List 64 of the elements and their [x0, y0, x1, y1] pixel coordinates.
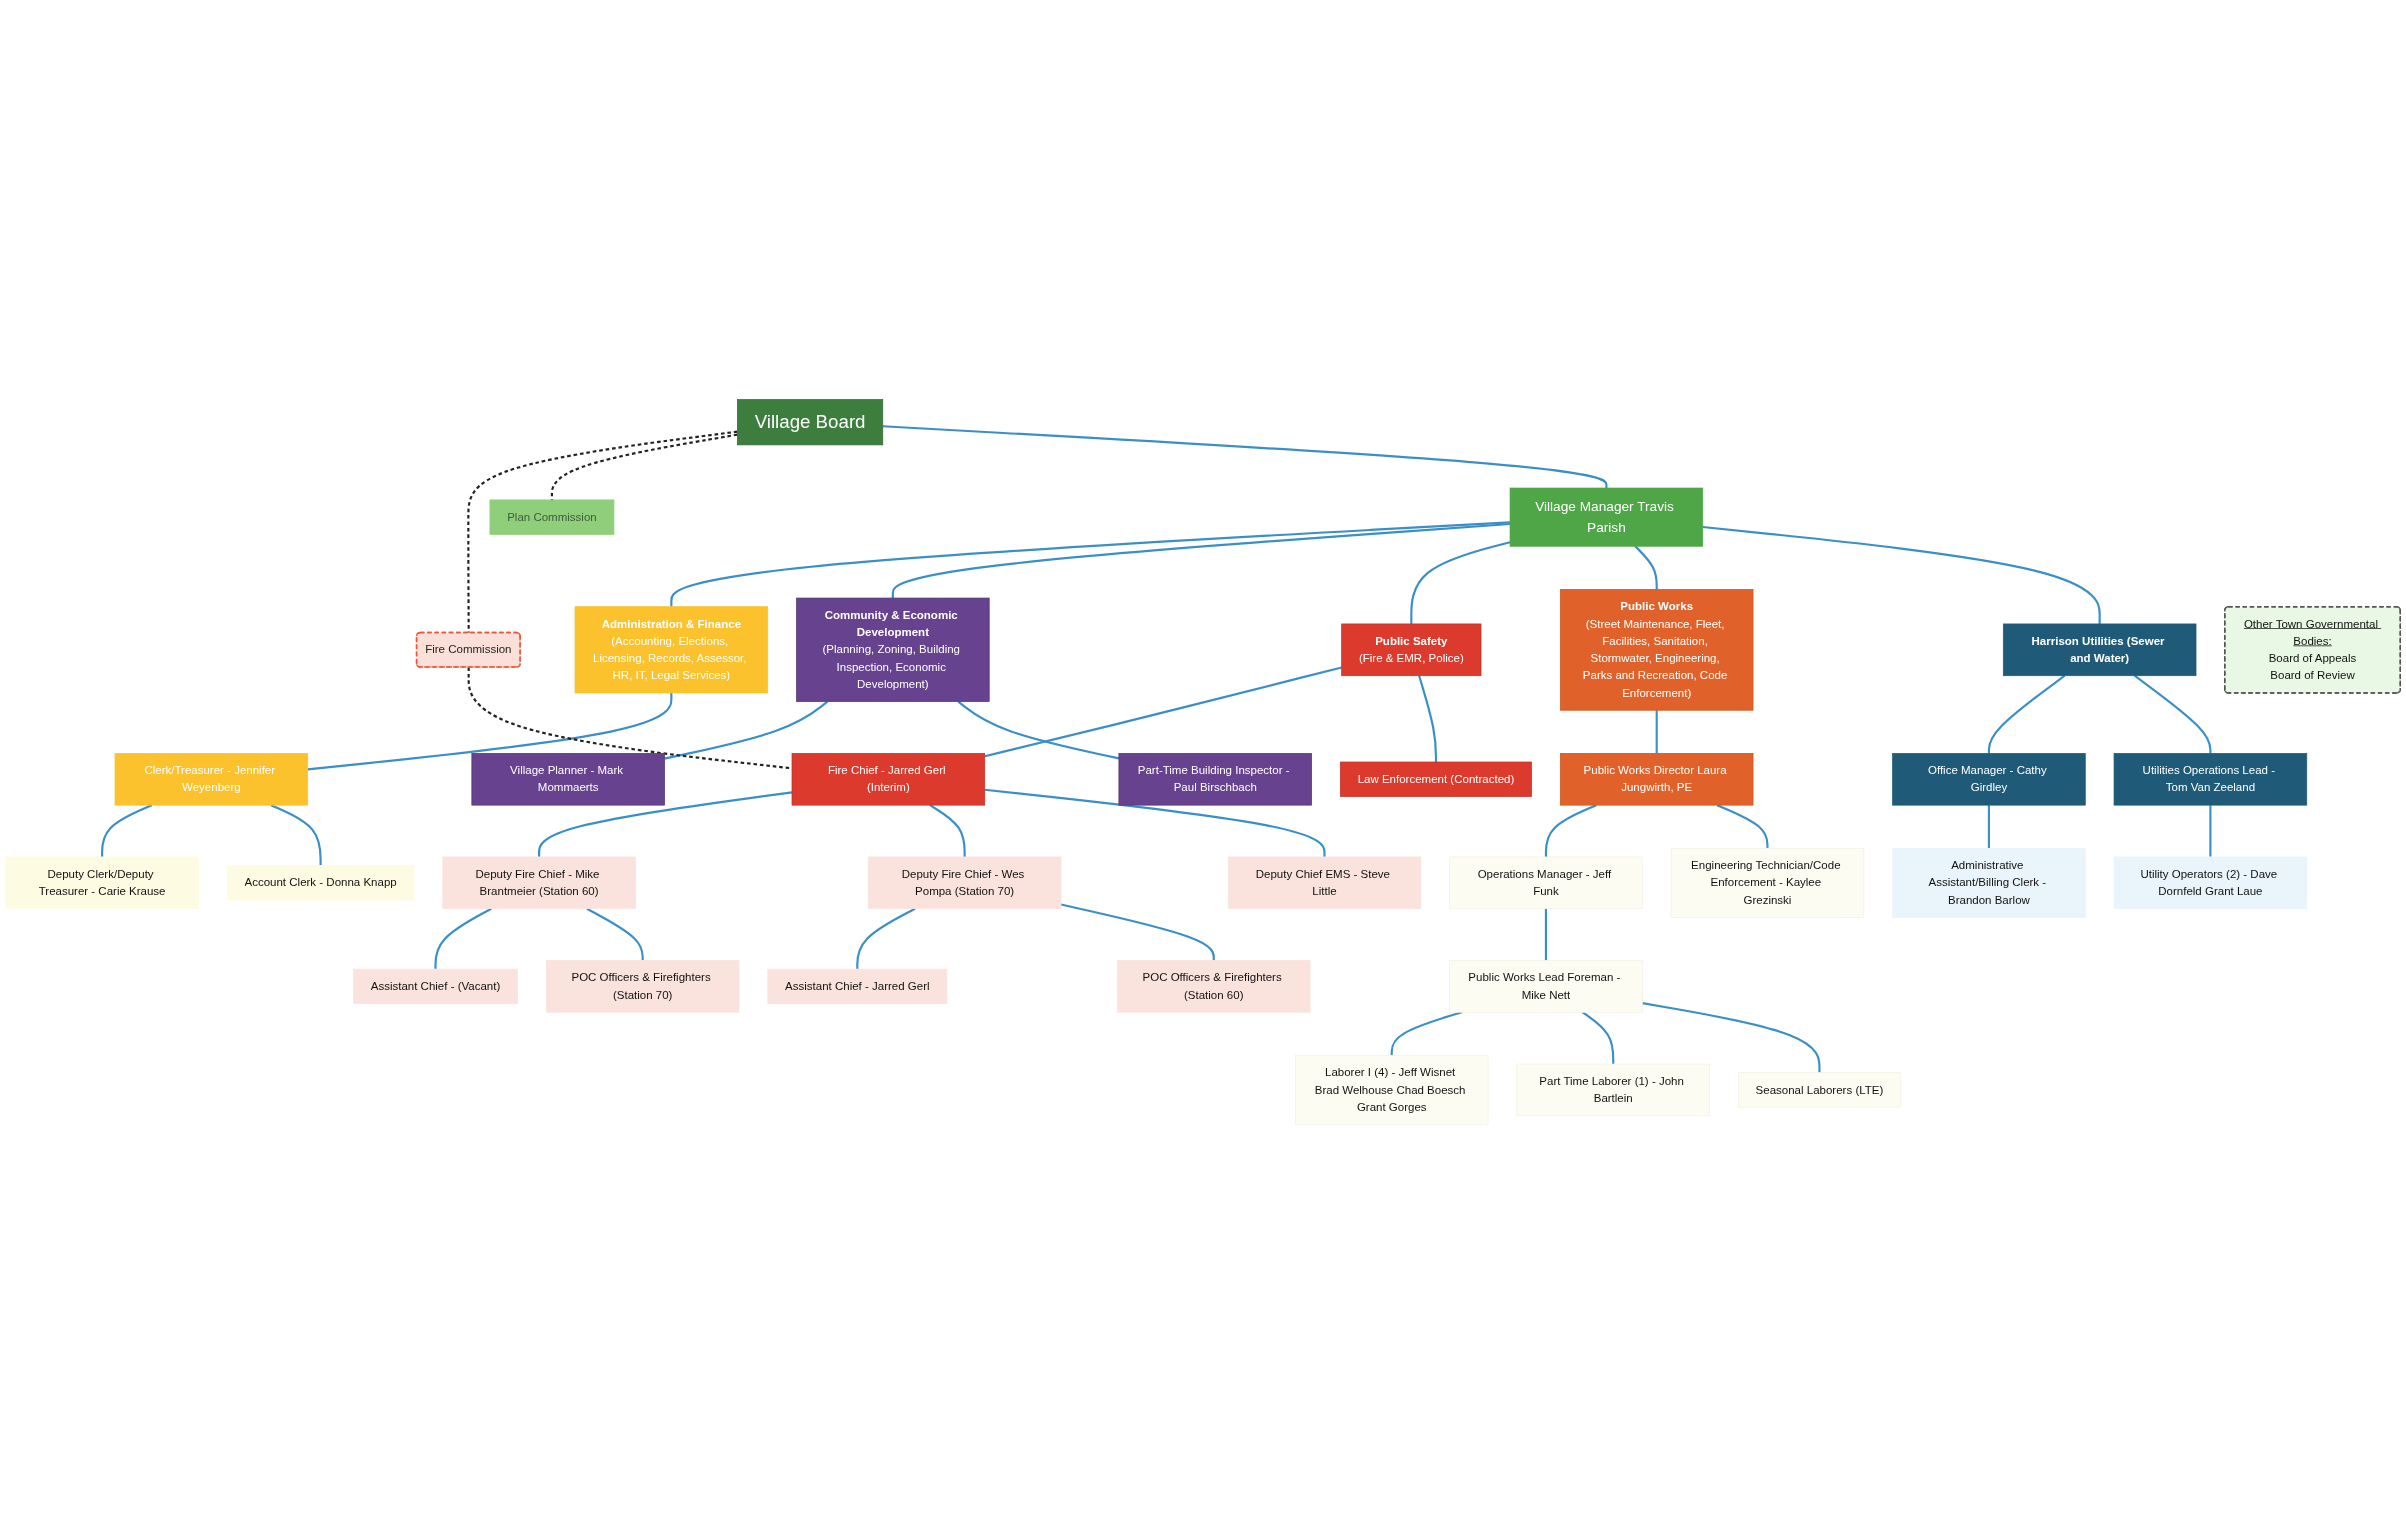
connector: [2134, 674, 2212, 754]
node-box: Deputy Fire Chief - Mike Brantmeier (Station 60): [442, 856, 636, 910]
connector: [434, 907, 492, 970]
connector: [1634, 545, 1658, 590]
node-box: Law Enforcement (Contracted): [1340, 761, 1532, 797]
node-box: Engineering Technician/Code Enforcement - Kaylee Grezinski: [1670, 847, 1865, 918]
node-box: Fire Chief - Jarred Gerl (Interim): [791, 753, 986, 806]
node-box: Office Manager - Cathy Girdley: [1892, 753, 2086, 806]
node-box: Assistant Chief - (Vacant): [353, 968, 518, 1004]
node-box: Public Works Lead Foreman - Mike Nett: [1449, 960, 1643, 1013]
connector: [1410, 541, 1511, 624]
node-box: Deputy Fire Chief - Wes Pompa (Station 70): [867, 856, 1062, 910]
node-box: Public Safety (Fire & EMR, Police): [1341, 623, 1482, 677]
connector: [586, 907, 644, 961]
node-box: Harrison Utilities (Sewer and Water): [2002, 623, 2197, 677]
node-box: Utility Operators (2) - Dave Dornfeld Grant Laue: [2113, 856, 2308, 910]
node-box: Community & Economic Development (Planning, Zoning, Building Inspection, Economic Development): [796, 597, 990, 702]
connector: [1655, 710, 1658, 754]
node-box: Utilities Operations Lead - Tom Van Zeeland: [2113, 753, 2308, 806]
connector: [1987, 674, 2066, 754]
node-box: Administrative Assistant/Billing Clerk - Brandon Barlow: [1892, 847, 2086, 918]
connector: [882, 425, 1608, 489]
node-box: Plan Commission: [489, 499, 615, 535]
connector: [1987, 805, 1990, 849]
connector: [1642, 1002, 1821, 1073]
connector: [1060, 903, 1215, 961]
connector: [984, 788, 1326, 857]
node-box: Public Works Director Laura Jungwirth, PE: [1560, 753, 1754, 806]
node-box: POC Officers & Firefighters (Station 70): [545, 960, 740, 1013]
node-box: Village Planner - Mark Mommaerts: [471, 753, 665, 806]
node-box: Operations Manager - Jeff Funk: [1449, 856, 1643, 910]
node-box: Deputy Clerk/Deputy Treasurer - Carie Krause: [5, 856, 199, 910]
connector: [1582, 1011, 1615, 1064]
node-box: Public Works (Street Maintenance, Fleet, Facilities, Sanitation, Stormwater, Engineering, Parks and Recreation, Code Enforcement): [1560, 589, 1754, 711]
connector: [1544, 908, 1548, 961]
node-box: Deputy Chief EMS - Steve Little: [1227, 856, 1422, 910]
connector: [307, 692, 673, 771]
connector: [2209, 805, 2212, 857]
node-box: Administration & Finance (Accounting, Elections, Licensing, Records, Assessor, HR, IT, Legal Services): [574, 606, 769, 694]
node-box: Account Clerk - Donna Knapp: [226, 865, 415, 901]
node-box: Part Time Laborer (1) - John Bartlein: [1516, 1063, 1710, 1117]
node-box: Clerk/Treasurer - Jennifer Weyenberg: [114, 753, 309, 806]
connector: [856, 907, 916, 970]
connector: [1544, 804, 1597, 857]
connector: [1390, 1011, 1463, 1056]
connector: [929, 804, 966, 857]
connector: [270, 804, 322, 866]
node-box: Village Board: [737, 399, 884, 446]
node-box: Seasonal Laborers (LTE): [1738, 1072, 1901, 1108]
connector: [1418, 675, 1438, 762]
connector: [1702, 525, 2101, 624]
connector: [101, 804, 153, 857]
node-box: Laborer I (4) - Jeff Wisnet Brad Welhouse Chad Boesch Grant Gorges: [1295, 1055, 1489, 1125]
node-box: POC Officers & Firefighters (Station 60): [1117, 960, 1311, 1013]
connector: [984, 666, 1342, 758]
node-box: Assistant Chief - Jarred Gerl: [767, 968, 948, 1004]
node-box: Part-Time Building Inspector - Paul Birschbach: [1118, 753, 1312, 806]
node-box: Village Manager Travis Parish: [1509, 487, 1704, 547]
connector: [1716, 804, 1769, 849]
connector: [670, 521, 1511, 607]
connector: [891, 522, 1511, 599]
connector: [664, 700, 829, 760]
connector: [957, 700, 1120, 760]
connector: [538, 791, 793, 857]
